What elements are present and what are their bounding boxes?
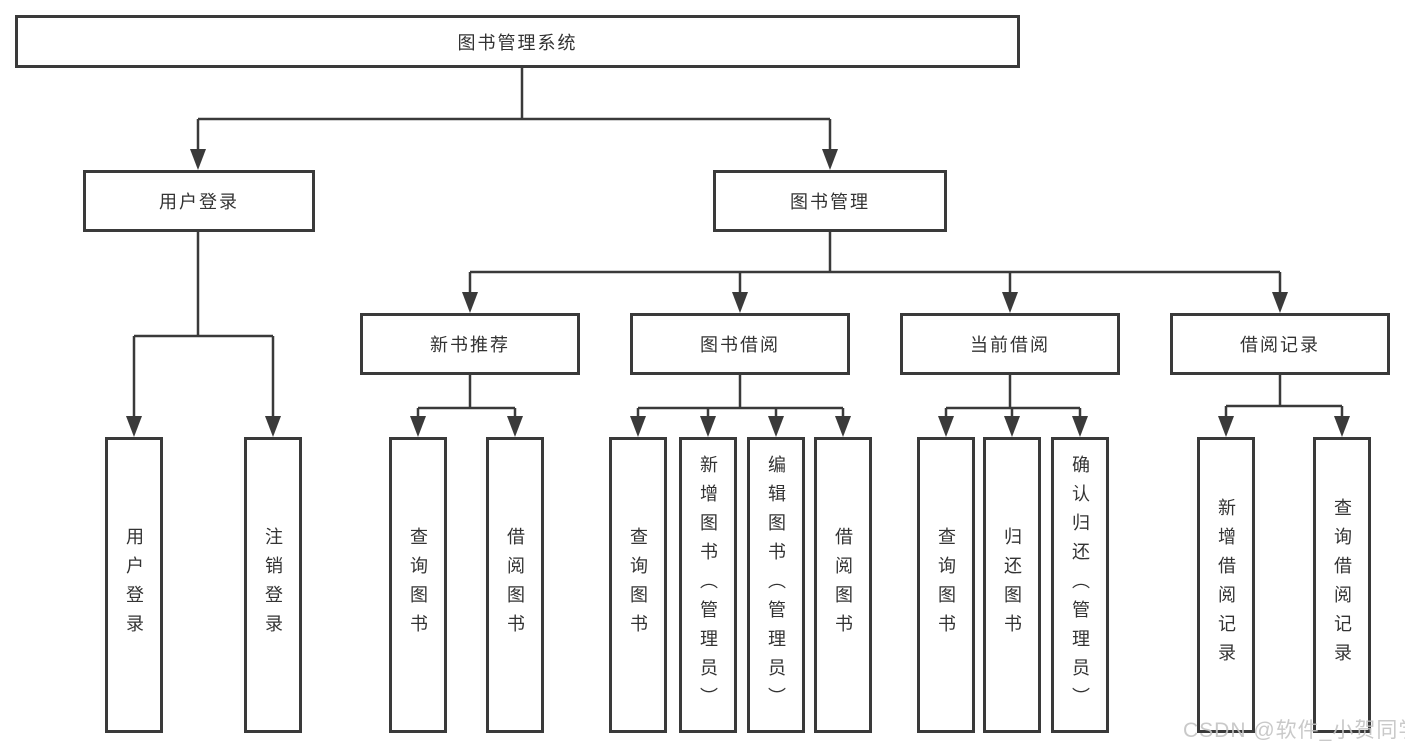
leaf-node-add-borrow-record-label: 新增借阅记录: [1216, 498, 1236, 672]
tree-node-book-mgmt-label: 图书管理: [790, 192, 870, 212]
edges-current-borrow: [938, 375, 1088, 437]
watermark: CSDN @软件_小贺同学: [1183, 719, 1405, 742]
tree-node-user-login-label: 用户登录: [159, 192, 239, 212]
tree-node-current-borrow: 当前借阅: [900, 313, 1120, 375]
leaf-node-logout: 注销登录: [244, 437, 302, 733]
tree-node-new-books: 新书推荐: [360, 313, 580, 375]
tree-node-current-borrow-label: 当前借阅: [970, 335, 1050, 355]
tree-node-root-label: 图书管理系统: [457, 32, 578, 53]
leaf-node-add-books-admin: 新增图书（管理员）: [679, 437, 737, 733]
leaf-node-return-books: 归还图书: [983, 437, 1041, 733]
leaf-node-query-borrow-record-label: 查询借阅记录: [1332, 498, 1352, 672]
tree-node-root: 图书管理系统: [15, 15, 1020, 68]
tree-node-user-login: 用户登录: [83, 170, 315, 232]
leaf-node-query-books-current: 查询图书: [917, 437, 975, 733]
edges-user-login: [126, 232, 281, 437]
leaf-node-confirm-return-admin: 确认归还（管理员）: [1051, 437, 1109, 733]
leaf-node-query-books-new-label: 查询图书: [408, 527, 428, 643]
edges-root: [190, 68, 838, 170]
leaf-node-edit-books-admin-label: 编辑图书（管理员）: [766, 454, 786, 716]
leaf-node-borrow-books: 借阅图书: [814, 437, 872, 733]
edges-book-borrow: [630, 375, 851, 437]
leaf-node-confirm-return-admin-label: 确认归还（管理员）: [1070, 454, 1090, 716]
leaf-node-borrow-books-label: 借阅图书: [833, 527, 853, 643]
leaf-node-logout-label: 注销登录: [263, 527, 283, 643]
leaf-node-user-login: 用户登录: [105, 437, 163, 733]
leaf-node-return-books-label: 归还图书: [1002, 527, 1022, 643]
leaf-node-borrow-books-new-label: 借阅图书: [505, 527, 525, 643]
leaf-node-query-borrow-record: 查询借阅记录: [1313, 437, 1371, 733]
tree-node-borrow-records: 借阅记录: [1170, 313, 1390, 375]
tree-node-book-mgmt: 图书管理: [713, 170, 947, 232]
edges-book-mgmt: [462, 232, 1288, 313]
tree-node-new-books-label: 新书推荐: [430, 335, 510, 355]
leaf-node-query-books-borrow-label: 查询图书: [628, 527, 648, 643]
tree-node-book-borrow-label: 图书借阅: [700, 335, 780, 355]
tree-node-borrow-records-label: 借阅记录: [1240, 335, 1320, 355]
leaf-node-query-books-borrow: 查询图书: [609, 437, 667, 733]
leaf-node-query-books-new: 查询图书: [389, 437, 447, 733]
edges-borrow-records: [1218, 375, 1350, 437]
leaf-node-user-login-label: 用户登录: [124, 527, 144, 643]
leaf-node-add-borrow-record: 新增借阅记录: [1197, 437, 1255, 733]
edges-new-books: [410, 375, 523, 437]
leaf-node-add-books-admin-label: 新增图书（管理员）: [698, 454, 718, 716]
tree-node-book-borrow: 图书借阅: [630, 313, 850, 375]
leaf-node-query-books-current-label: 查询图书: [936, 527, 956, 643]
leaf-node-edit-books-admin: 编辑图书（管理员）: [747, 437, 805, 733]
leaf-node-borrow-books-new: 借阅图书: [486, 437, 544, 733]
